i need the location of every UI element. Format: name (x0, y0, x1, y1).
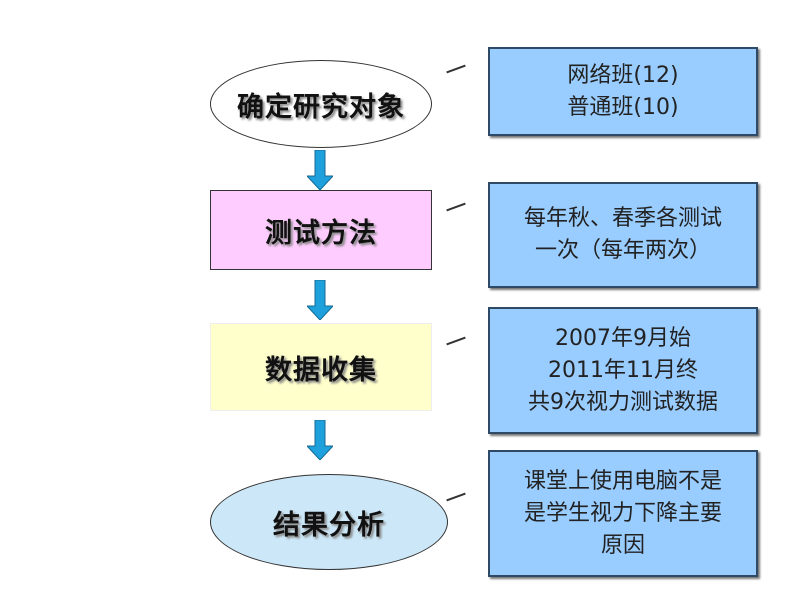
detail-box-collection: 2007年9月始 2011年11月终 共9次视力测试数据 (488, 307, 758, 434)
step-box-data-collection: 数据收集 (210, 323, 432, 411)
detail-line: 课堂上使用电脑不是 (523, 468, 722, 494)
detail-line: 原因 (600, 532, 645, 558)
detail-line: 2011年11月终 (548, 357, 698, 383)
detail-box-method: 每年秋、春季各测试 一次（每年两次） (488, 182, 758, 288)
connector-line (446, 492, 466, 502)
step-label: 测试方法 (265, 217, 377, 249)
connector-line (446, 64, 466, 74)
detail-line: 网络班(12) (567, 62, 679, 88)
down-arrow-icon (307, 150, 333, 190)
connector-line (446, 202, 466, 212)
detail-line: 每年秋、春季各测试 (523, 206, 722, 231)
step-label: 确定研究对象 (237, 91, 405, 123)
detail-line: 是学生视力下降主要 (523, 500, 722, 526)
down-arrow-icon (307, 420, 333, 460)
step-label: 数据收集 (265, 354, 377, 386)
detail-line: 普通班(10) (567, 94, 679, 120)
detail-box-analysis: 课堂上使用电脑不是 是学生视力下降主要 原因 (488, 450, 758, 577)
detail-line: 一次（每年两次） (534, 238, 711, 263)
step-ellipse-define-subjects: 确定研究对象 (210, 60, 432, 148)
step-label: 结果分析 (273, 509, 385, 541)
detail-line: 2007年9月始 (555, 325, 691, 351)
connector-line (446, 336, 466, 346)
detail-line: 共9次视力测试数据 (528, 389, 718, 415)
step-box-test-method: 测试方法 (210, 190, 432, 270)
step-ellipse-result-analysis: 结果分析 (210, 474, 448, 570)
down-arrow-icon (307, 280, 333, 320)
detail-box-subjects: 网络班(12) 普通班(10) (488, 47, 758, 136)
